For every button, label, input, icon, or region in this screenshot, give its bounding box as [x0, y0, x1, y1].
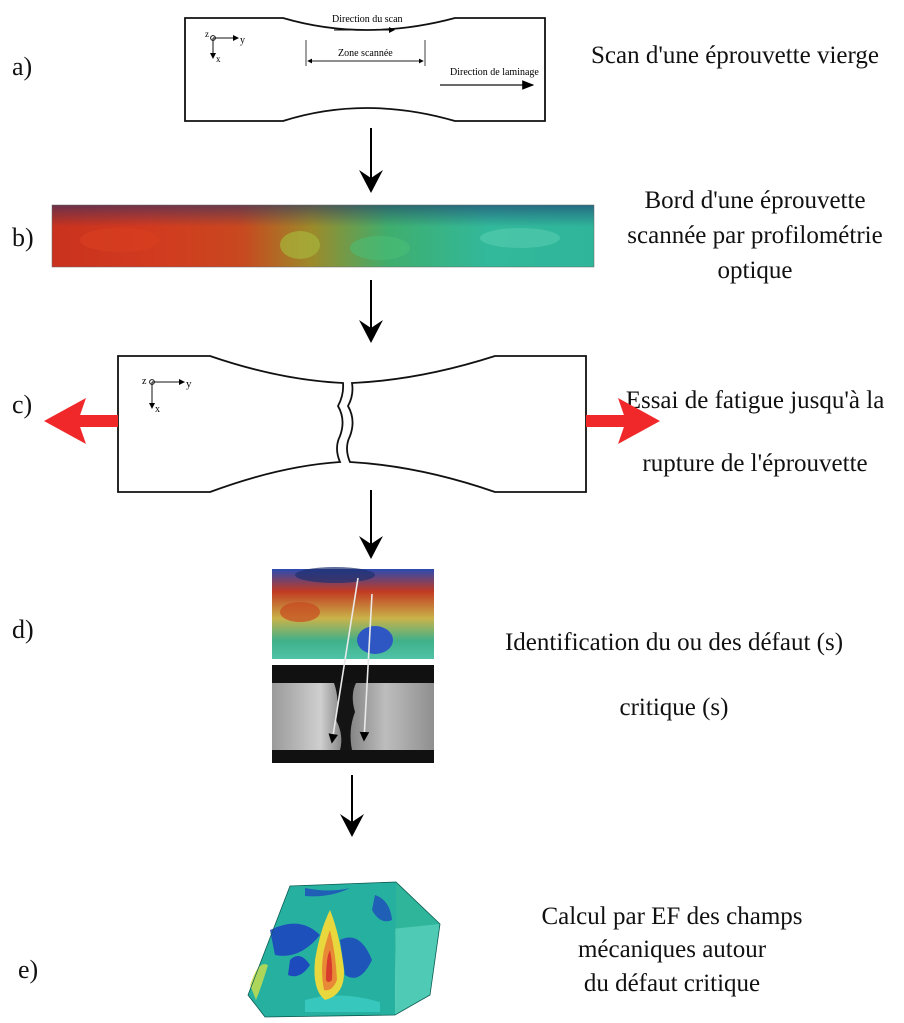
specimen-a: z y x Direction du scan Zone scannée Dir… [184, 14, 546, 122]
rolling-direction-label: Direction de laminage [450, 67, 539, 78]
specimen-c-left-half [117, 355, 345, 493]
caption-d-line-1: Identification du ou des défaut (s) [504, 629, 844, 656]
scan-direction-label: Direction du scan [332, 14, 403, 25]
axis-y-label-c: y [186, 378, 192, 390]
scanned-zone-label: Zone scannée [338, 48, 393, 59]
caption-c: Essai de fatigue jusqu'à la rupture de l… [606, 370, 904, 495]
load-arrow-left [44, 398, 118, 444]
caption-e-line-1: Calcul par EF des champs [541, 903, 803, 930]
axis-x-label-c: x [155, 404, 160, 415]
load-arrow-right [586, 398, 660, 444]
scanned-zone-dimension [305, 40, 426, 66]
fracture-surface-photo [272, 665, 434, 763]
caption-c-line-1: Essai de fatigue jusqu'à la [625, 387, 885, 414]
fe-model-e [247, 881, 441, 1018]
defect-link-arrow-1 [328, 577, 359, 744]
step-c-label: c) [12, 390, 33, 419]
step-d-label: d) [12, 615, 34, 644]
specimen-a-outline [184, 17, 546, 122]
axis-triad-a: z y x [205, 29, 245, 64]
caption-e: Calcul par EF des champs mécaniques auto… [492, 900, 852, 1000]
axis-x-label-a: x [216, 54, 221, 64]
caption-d: Identification du ou des défaut (s) crit… [464, 610, 884, 740]
specimen-c: z y x [44, 355, 660, 493]
flow-arrow-4 [340, 775, 364, 837]
caption-e-line-3: du défaut critique [583, 969, 761, 997]
caption-b-line-2: scannée par profilométrie [627, 222, 883, 249]
flow-arrow-3 [359, 490, 383, 559]
caption-b-line-3: optique [717, 257, 793, 284]
step-a-label: a) [12, 52, 33, 81]
flow-arrow-2 [359, 280, 383, 343]
specimen-c-right-half [346, 355, 587, 493]
caption-a-line-1: Scan d'une éprouvette vierge [591, 42, 879, 69]
caption-a: Scan d'une éprouvette vierge [570, 38, 900, 73]
step-b-label: b) [12, 223, 34, 252]
caption-b: Bord d'une éprouvette scannée par profil… [610, 183, 900, 288]
defect-link-arrow-2 [359, 593, 373, 742]
scan-map-b [51, 204, 595, 268]
flow-arrow-1 [359, 128, 383, 193]
axis-y-label-a: y [240, 35, 245, 46]
defect-identification-d [272, 567, 434, 763]
caption-c-line-2: rupture de l'éprouvette [642, 449, 868, 477]
caption-d-line-2: critique (s) [619, 694, 729, 721]
step-e-label: e) [18, 955, 39, 984]
axis-z-label-a: z [205, 29, 209, 39]
caption-b-line-1: Bord d'une éprouvette [644, 187, 866, 214]
axis-z-label-c: z [142, 376, 147, 387]
axis-triad-c: z y x [142, 376, 192, 415]
caption-e-line-2: mécaniques autour [577, 936, 767, 964]
